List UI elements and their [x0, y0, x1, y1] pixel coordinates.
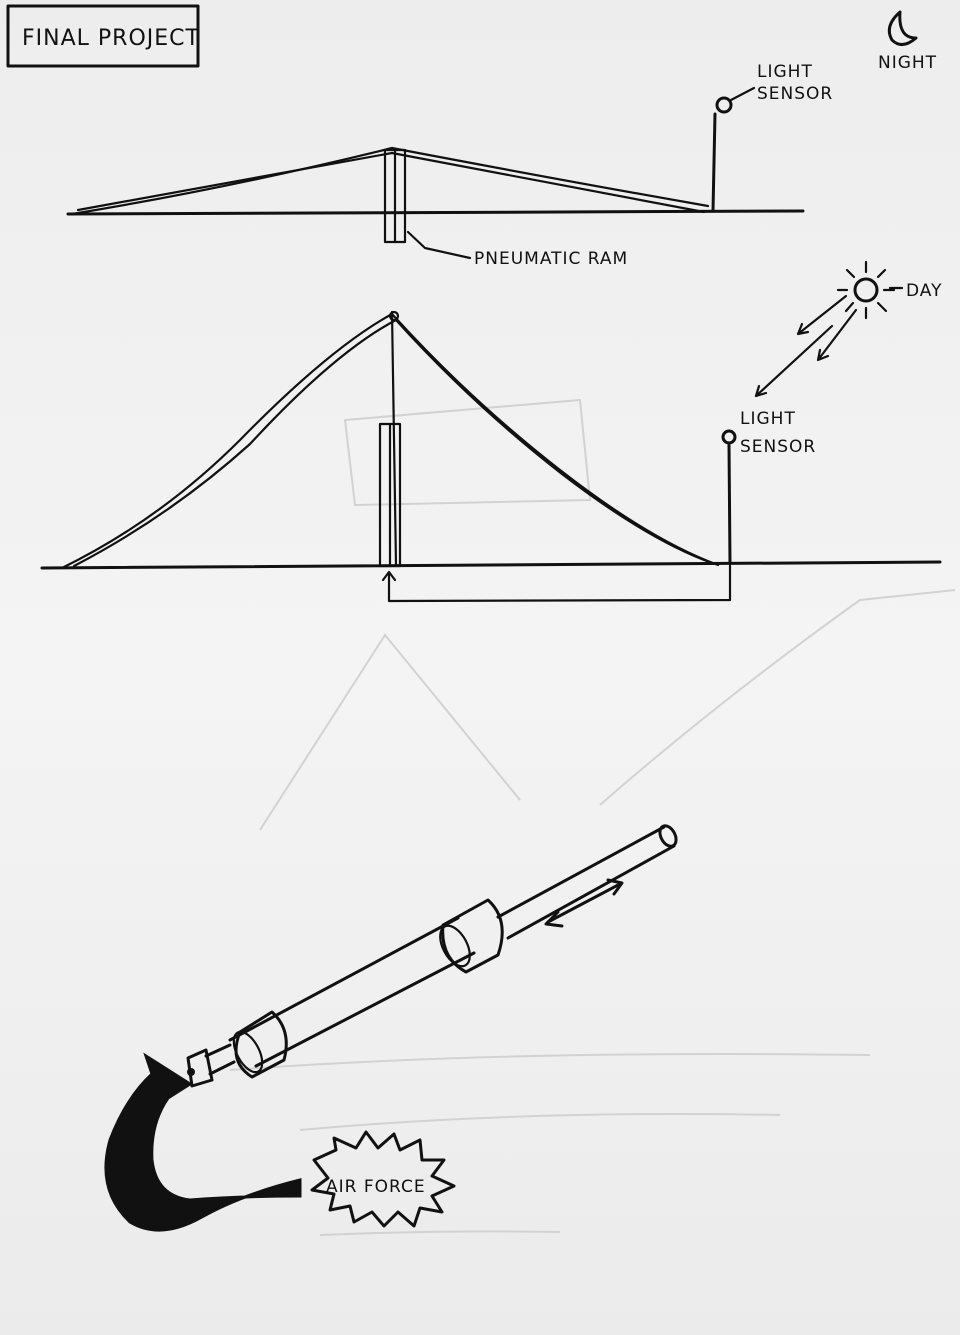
moon-icon: [887, 10, 918, 46]
sensor-night-pole: [711, 112, 717, 213]
sensor-day-label-line2: SENSOR: [740, 437, 816, 457]
ground-line-day: [40, 560, 942, 570]
night-label: NIGHT: [878, 53, 937, 73]
ram-barrel: [228, 916, 476, 1068]
sensor-night-label-line2: SENSOR: [757, 84, 833, 104]
page-title: FINAL PROJECT: [22, 26, 200, 51]
canopy-night-outer: [70, 146, 710, 216]
collar-middle-face: [439, 924, 471, 968]
motion-arrow: [546, 882, 622, 924]
inlet-nozzle: [186, 1048, 214, 1088]
mast-day: [390, 310, 398, 567]
air-force-burst: [310, 1130, 456, 1228]
collar-base-face: [232, 1030, 264, 1074]
ram-collar-middle: [441, 898, 504, 974]
ray-arrow-3: [754, 324, 834, 398]
mast-top: [388, 310, 400, 322]
inlet-port: [187, 1068, 195, 1076]
ray-arrow-2: [816, 308, 858, 362]
night-indicator: NIGHT: [878, 10, 937, 73]
ram-leader: [406, 230, 472, 260]
ray-arrow-1: [796, 294, 848, 336]
day-diagram: DAY LIGHT SENSOR: [40, 260, 943, 603]
sensor-day-label-line1: LIGHT: [740, 409, 796, 429]
signal-wire: [387, 564, 732, 603]
sensor-day-pole: [727, 442, 732, 566]
sensor-night-label-line1: LIGHT: [757, 62, 813, 82]
sensor-day-bulb: [721, 429, 737, 445]
title-box: [6, 4, 200, 68]
ram-detail: AIR FORCE: [104, 824, 678, 1232]
air-flow-arrow: [104, 1052, 302, 1232]
motion-arrowheads: [544, 878, 624, 928]
ground-line-night: [66, 209, 805, 216]
air-force-label: AIR FORCE: [326, 1177, 426, 1197]
ram-piston-rod: [496, 825, 676, 940]
title-block: FINAL PROJECT: [6, 4, 200, 68]
canopy-night-inner: [76, 151, 706, 214]
sensor-night-leader: [729, 86, 756, 102]
night-diagram: LIGHT SENSOR PNEUMATIC RAM: [66, 62, 833, 269]
sun-icon: [836, 260, 896, 320]
pneumatic-ram-label: PNEUMATIC RAM: [474, 249, 628, 269]
signal-arrowhead: [381, 570, 397, 582]
sensor-night-bulb: [715, 96, 733, 114]
ghost-marks: [229, 398, 956, 1236]
day-label: DAY: [906, 281, 943, 301]
inlet-stem: [204, 1043, 236, 1076]
piston-rod-end: [658, 824, 678, 848]
